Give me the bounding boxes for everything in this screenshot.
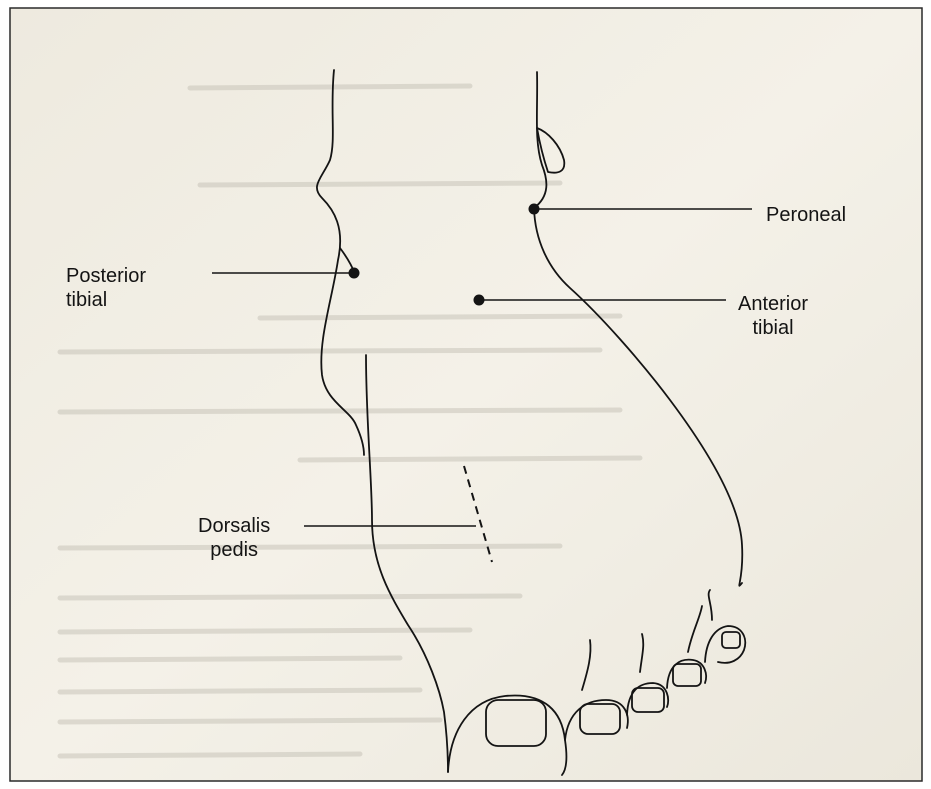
peroneal-label: Peroneal bbox=[766, 203, 846, 227]
paper-background bbox=[10, 8, 922, 781]
anterior-tibial-label-line-2: tibial bbox=[738, 316, 808, 340]
posterior-tibial-label-line-1: Posterior bbox=[66, 264, 146, 288]
dorsalis-pedis-label-line-2: pedis bbox=[198, 538, 270, 562]
posterior-tibial-label-line-2: tibial bbox=[66, 288, 146, 312]
dorsalis-pedis-label-line-1: Dorsalis bbox=[198, 514, 270, 538]
posterior-tibial-label: Posterior tibial bbox=[66, 264, 146, 312]
anterior-tibial-label: Anterior tibial bbox=[738, 292, 808, 340]
peroneal-label-text: Peroneal bbox=[766, 204, 846, 226]
dorsalis-pedis-label: Dorsalis pedis bbox=[198, 514, 270, 562]
anterior-tibial-label-line-1: Anterior bbox=[738, 292, 808, 316]
